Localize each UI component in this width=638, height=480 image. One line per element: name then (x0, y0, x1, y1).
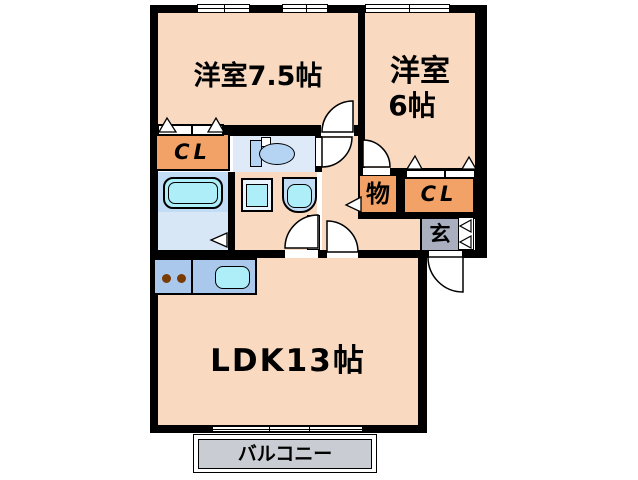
washroom-door-leaf (307, 215, 320, 250)
closet2-door-band (405, 169, 476, 179)
stove-burner-1 (162, 274, 171, 283)
bedroom1-window-right (282, 4, 328, 13)
kitchen-sink (215, 266, 250, 289)
window-tick (224, 5, 225, 12)
entrance-step-edge (420, 218, 422, 250)
front-door-swing (427, 256, 464, 293)
bedroom2-label-line2: 6帖 (388, 89, 436, 122)
closet2-door-divider (444, 171, 446, 177)
window-glass-line (366, 8, 449, 10)
bedroom2-label-line1: 洋室 (390, 54, 450, 89)
kitchen-counter-divider (191, 260, 193, 293)
wall-storage-closet-divider (398, 174, 403, 214)
bathtub-inner-rim (168, 182, 218, 204)
bedroom2-doorway (363, 168, 390, 175)
window-glass-line (213, 428, 362, 430)
ldk-window (212, 426, 363, 432)
toilet-doorway (316, 138, 322, 166)
entrance-label: 玄 (429, 222, 451, 246)
bathtub (163, 177, 223, 209)
stove-burner-2 (177, 274, 186, 283)
washing-machine-drum (246, 184, 268, 207)
hallway-ldk-doorway (327, 250, 358, 258)
closet2-label: CL (420, 182, 458, 206)
bedroom1-doorway (321, 125, 354, 136)
window-tick (309, 427, 310, 431)
wall-left (150, 5, 158, 433)
window-tick (306, 5, 307, 12)
wall-ldk-right (418, 250, 427, 433)
wall-right (475, 5, 487, 257)
window-glass-line (198, 8, 249, 10)
wall-closet-row-bottom (358, 214, 475, 219)
wall-bath-washroom-divider (228, 172, 235, 250)
closet1-door-divider (191, 126, 193, 134)
hallway-floor (322, 132, 358, 250)
entrance-floor (422, 218, 458, 250)
window-tick (269, 427, 270, 431)
corridor-floor (358, 218, 420, 250)
bathroom-floor-lower (158, 212, 233, 250)
front-door-leaf (428, 250, 463, 258)
ldk-label: LDK13帖 (210, 343, 366, 379)
window-glass-line (283, 8, 327, 10)
shoe-cabinet (458, 217, 474, 250)
wash-basin-bowl (287, 184, 312, 208)
bedroom2-window (365, 4, 450, 13)
wall-between-bedrooms (358, 13, 365, 174)
storage-box (358, 174, 398, 214)
bedroom1-window-left (197, 4, 250, 13)
washroom-doorway (285, 250, 318, 258)
closet1-box (155, 133, 230, 171)
closet1-label: CL (174, 140, 211, 164)
bedroom1-label: 洋室7.5帖 (193, 61, 323, 92)
storage-label: 物 (366, 180, 390, 208)
window-tick (409, 5, 410, 12)
wall-bedroom1-bottom (150, 125, 358, 136)
toilet-bowl (259, 143, 295, 165)
balcony-label: バルコニー (237, 443, 333, 465)
balcony-deck (198, 439, 372, 469)
